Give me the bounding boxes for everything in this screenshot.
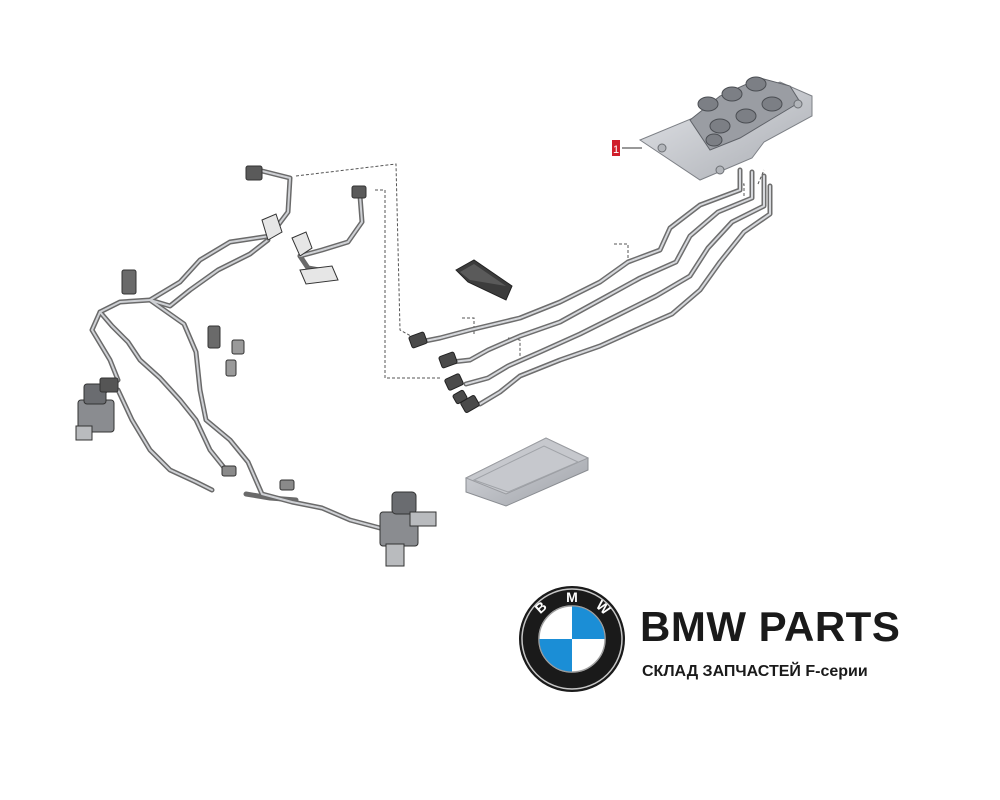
- part-callout: 1: [612, 140, 642, 156]
- sensor-right: [379, 491, 437, 567]
- callout-label: 1: [613, 144, 619, 156]
- cover-plate: [464, 437, 590, 507]
- wiring-harness: [89, 167, 401, 531]
- valve-block: [638, 76, 813, 181]
- bmw-logo-icon: B M W: [519, 586, 625, 692]
- sensor-left: [75, 377, 119, 441]
- relay-module: [455, 259, 513, 301]
- harness-connectors: [121, 165, 367, 491]
- logo-letter-m: M: [566, 589, 578, 605]
- connector-plugs: [408, 331, 480, 413]
- pressure-sensors: [75, 377, 437, 567]
- hydraulic-line-bundle: [417, 167, 773, 407]
- brand-block: B M W BMW PARTS СКЛАД ЗАПЧАСТЕЙ F-серии: [518, 585, 938, 715]
- brand-title: BMW PARTS: [640, 603, 901, 650]
- brand-subtitle: СКЛАД ЗАПЧАСТЕЙ F-серии: [642, 663, 868, 680]
